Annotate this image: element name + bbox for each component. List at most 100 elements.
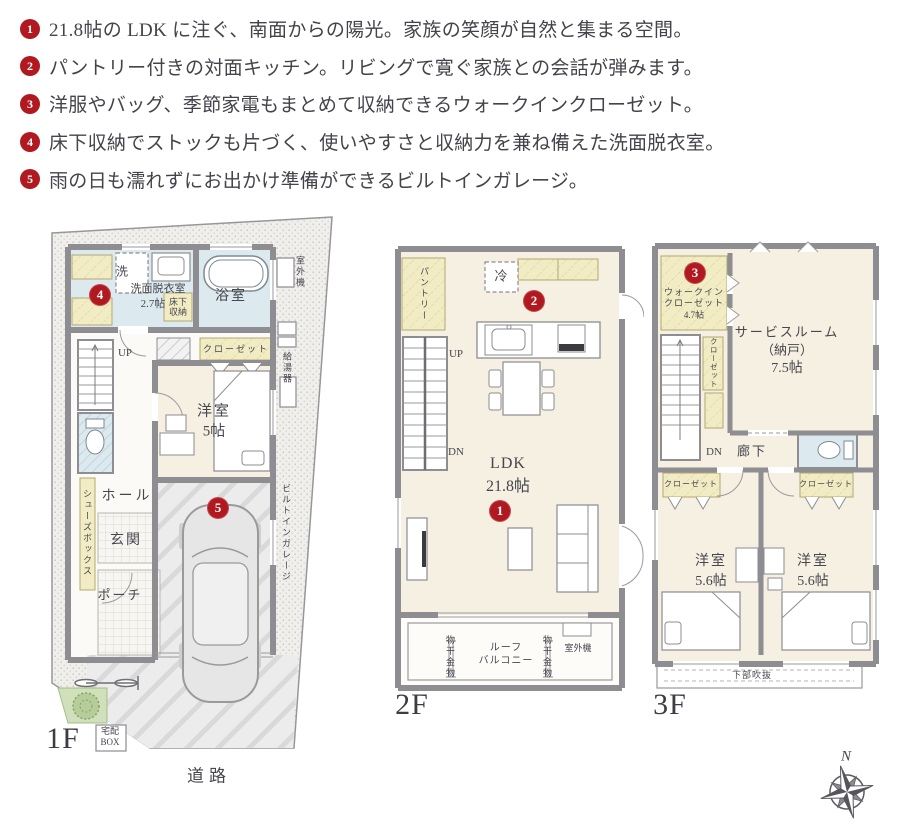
toilet-room-3f: [797, 431, 858, 469]
up-2f-label: UP: [448, 347, 464, 360]
closet-mid-label: クローゼット: [709, 337, 719, 389]
laundry-label: 洗: [115, 264, 129, 279]
floor-storage-box: [163, 292, 193, 322]
planting-corner: [57, 687, 108, 724]
road-label: 道路: [187, 766, 231, 786]
dn-2f-label: DN: [448, 445, 464, 458]
delivery-box-label2: BOX: [100, 736, 120, 747]
stairs-3f: [660, 334, 701, 461]
feature-text: パントリー付きの対面キッチン。リビングで寛ぐ家族との会話が弾みます。: [49, 57, 703, 79]
ldk-size-label: 21.8帖: [485, 478, 531, 496]
windows-1f: [122, 244, 276, 565]
badge-3: 3: [684, 262, 706, 284]
doors-2f: [619, 293, 644, 588]
closet-1f-label: クローゼット: [202, 343, 270, 354]
eaves-void-label: 下部吹抜: [731, 669, 773, 680]
floor-3f-title: 3F: [653, 688, 687, 722]
up-1f-label: UP: [117, 346, 133, 359]
entrance-tile: [97, 512, 156, 564]
water-heater-label: 給湯器: [282, 351, 293, 385]
washing-machine: [115, 252, 149, 294]
feature-number-badge: 3: [20, 93, 40, 114]
balcony-label1: ルーフ: [489, 642, 523, 654]
dn-3f-label: DN: [706, 445, 722, 458]
desk-1f: [159, 414, 195, 456]
doors-3f: [716, 273, 795, 497]
windows-3f: [652, 241, 879, 667]
bed-right: [781, 591, 871, 651]
windows-2f: [395, 498, 588, 618]
eaves-void-strip: [656, 663, 863, 689]
wic-size-label: 4.7帖: [683, 309, 705, 320]
floor-storage-label: 床下収納: [168, 296, 187, 317]
outdoor-unit-2f-label: 室外機: [564, 642, 592, 653]
pantry-unit: [401, 257, 446, 331]
walls-2f: [395, 246, 625, 691]
tv-board: [406, 517, 428, 581]
washroom-size-label: 2.7帖: [140, 297, 166, 310]
washroom-label: 洗面脱衣室: [130, 282, 186, 295]
storage-upper: [71, 254, 113, 280]
floor-2f-title: 2F: [395, 688, 429, 722]
outdoor-unit-1f-box: [276, 257, 295, 288]
bed-1f: [213, 370, 271, 472]
feature-item: 1 21.8帖の LDK に注ぐ、南面からの陽光。家族の笑顔が自然と集まる空間。: [20, 10, 725, 48]
closet-right-room: [799, 472, 854, 498]
hall-label: ホール: [101, 489, 153, 505]
coffee-table: [507, 527, 533, 571]
feature-item: 5 雨の日も濡れずにお出かけ準備ができるビルトインガレージ。: [20, 160, 725, 198]
fridge-space: [484, 261, 519, 293]
closet-door-marks-3f: [667, 496, 847, 510]
feature-text: 床下収納でストックも片づく、使いやすさと収納力を兼ね備えた洗面脱衣室。: [49, 133, 725, 155]
compass-rose: [820, 765, 874, 819]
room-1f-label: 洋室: [196, 403, 232, 420]
water-heater-box: [277, 321, 297, 408]
shoes-box-label: シューズボックス: [82, 489, 93, 577]
floor-plan-1f-drawing: [51, 216, 333, 752]
kitchen-counter: [476, 321, 601, 359]
wic-label1: ウォークイン: [663, 286, 725, 297]
floor-1f-title: 1F: [46, 722, 80, 756]
feature-number-badge: 5: [20, 169, 40, 190]
porch-label: ポーチ: [97, 587, 143, 603]
laundry-hardware: [446, 640, 553, 678]
bicycle: [74, 676, 139, 690]
room-left-label: 洋室: [695, 554, 727, 570]
delivery-box-unit: [95, 724, 127, 752]
feature-item: 4 床下収納でストックも片づく、使いやすさと収納力を兼ね備えた洗面脱衣室。: [20, 123, 725, 161]
closet-left-room: [662, 472, 721, 498]
badge-5: 5: [207, 497, 229, 519]
feature-item: 2 パントリー付きの対面キッチン。リビングで寛ぐ家族との会話が弾みます。: [20, 48, 725, 86]
building-1f: [57, 244, 298, 752]
feature-text: 雨の日も濡れずにお出かけ準備ができるビルトインガレージ。: [49, 170, 589, 192]
walls-3f: [652, 243, 879, 667]
sofa: [556, 504, 599, 593]
shoes-box-unit: [79, 477, 96, 591]
garage-label: ビルトインガレージ: [281, 483, 292, 583]
hallway-label: 廊下: [736, 443, 768, 459]
car: [179, 504, 261, 703]
laundry-hw-left-label: 物干金物: [445, 635, 456, 679]
floor-plan-3f-drawing: [652, 241, 879, 689]
closet-mid: [702, 336, 724, 391]
stairs-2f: [402, 336, 448, 471]
room-1f-size-label: 5帖: [202, 423, 226, 440]
stairs-1f: [77, 339, 114, 411]
pantry-label: パントリー: [419, 266, 430, 322]
north-label: N: [840, 748, 852, 765]
feature-number-badge: 1: [20, 18, 40, 39]
service-room-label1: サービスルーム: [734, 324, 840, 340]
badge-2: 2: [523, 290, 545, 312]
room-left-size-label: 5.6帖: [695, 574, 727, 590]
floor-plan-2f-drawing: [395, 246, 644, 691]
building-2f: [395, 246, 644, 691]
closet-right-label: クローゼット: [799, 479, 853, 489]
bed-left: [661, 591, 741, 651]
fridge-label: 冷: [494, 268, 508, 284]
porch-tile: [97, 569, 161, 656]
dining-set: [488, 361, 555, 416]
badge-4: 4: [89, 284, 111, 306]
balcony-label2: バルコニー: [478, 655, 534, 667]
vanity-sink: [151, 252, 191, 282]
